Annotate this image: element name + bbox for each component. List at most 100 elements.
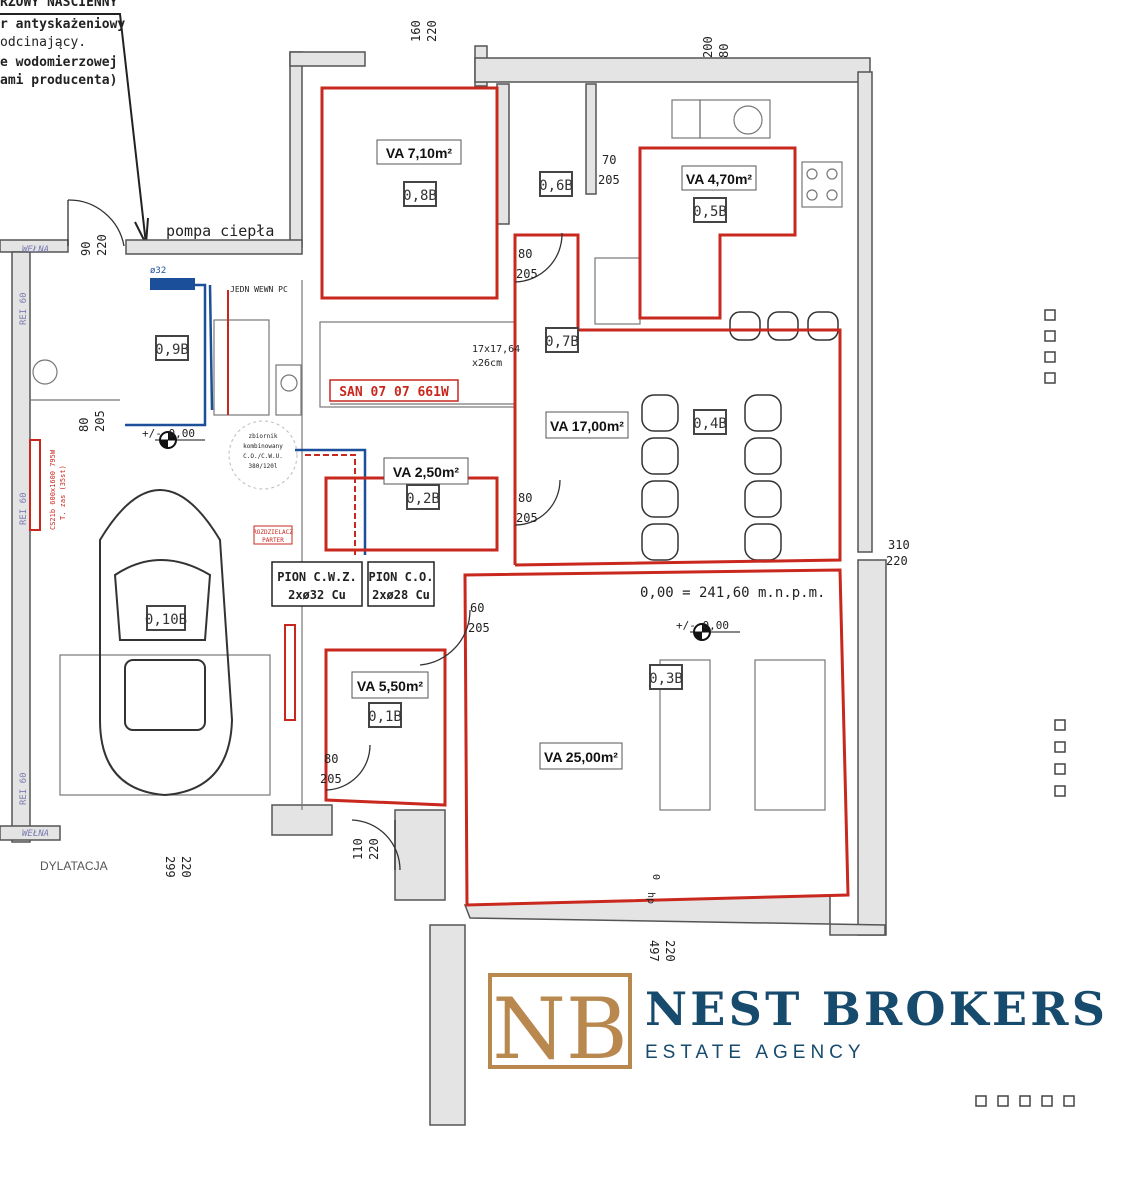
svg-text:0,5B: 0,5B	[693, 204, 727, 220]
svg-text:0,10B: 0,10B	[145, 612, 187, 628]
pipe-label: ø32	[150, 266, 166, 276]
room-code: 0,1B	[368, 702, 402, 728]
stairs-label: 17x17,64	[472, 344, 520, 355]
svg-text:0,8B: 0,8B	[403, 188, 437, 204]
logo-monogram: NB	[492, 980, 627, 1078]
marker-squares	[975, 309, 1075, 1107]
door-swings	[67, 199, 563, 871]
svg-text:VA 2,50m²: VA 2,50m²	[393, 464, 459, 480]
note-line: odcinający.	[0, 35, 86, 50]
svg-text:497: 497	[647, 940, 661, 962]
svg-text:0,2B: 0,2B	[406, 491, 440, 507]
room-label: VA 17,00m²	[545, 411, 629, 439]
svg-text:310: 310	[888, 538, 910, 552]
insulation-label: WEŁNA	[22, 829, 49, 839]
manifold-label: PARTER	[262, 537, 284, 544]
room-code: 0,4B	[693, 409, 727, 435]
svg-text:90: 90	[79, 242, 93, 256]
svg-text:80: 80	[518, 247, 532, 261]
indoor-unit-label: JEDN WEWN PC	[230, 285, 288, 294]
stairs-label: x26cm	[472, 358, 502, 369]
svg-text:VA 25,00m²: VA 25,00m²	[544, 749, 618, 765]
level-marker-icon	[690, 623, 740, 641]
svg-text:VA 7,10m²: VA 7,10m²	[386, 145, 452, 161]
tank-label: kombinowany	[243, 443, 283, 450]
room-label: VA 2,50m²	[383, 457, 469, 485]
svg-text:80: 80	[324, 752, 338, 766]
logo-title: NEST BROKERS	[645, 982, 1105, 1036]
dining-chairs	[641, 311, 839, 561]
room-code: 0,10B	[145, 605, 187, 631]
svg-text:80: 80	[77, 418, 91, 432]
note-line: e wodomierzowej	[0, 55, 117, 70]
svg-text:220: 220	[886, 554, 908, 568]
room-code: 0,5B	[693, 197, 727, 223]
hp-label: hp	[645, 892, 656, 904]
room-label: VA 4,70m²	[681, 165, 757, 191]
level-marker-icon	[155, 431, 205, 449]
note-line: r antyskażeniowy	[0, 17, 125, 32]
tank-label: zbiornik	[249, 433, 278, 440]
manifold-icon	[150, 278, 195, 290]
svg-text:70: 70	[602, 153, 616, 167]
svg-text:0,1B: 0,1B	[368, 709, 402, 725]
riser-label: 2xø28 Cu	[372, 588, 430, 602]
room-labels: VA 7,10m² 0,8B VA 4,70m² 0,5B 0,6B VA 17…	[145, 139, 757, 770]
level-label: +/- 0,00	[142, 427, 195, 440]
svg-text:VA 4,70m²: VA 4,70m²	[686, 171, 752, 187]
riser-label: PION C.O.	[368, 570, 433, 584]
manifold-label: ROZDZIELACZ	[253, 529, 293, 536]
svg-text:220: 220	[663, 940, 677, 962]
svg-text:299: 299	[163, 856, 177, 878]
logo-frame	[488, 973, 632, 1069]
hp-value: 0	[652, 874, 663, 880]
radiator-label: T. zas (35st)	[59, 465, 67, 520]
installation-notes: RZOWY NAŚCIENNY r antyskażeniowy odcinaj…	[0, 0, 149, 248]
tank-label: 380/120l	[249, 463, 278, 470]
level-reference: 0,00 = 241,60 m.n.p.m.	[640, 585, 825, 601]
svg-text:160: 160	[409, 20, 423, 42]
note-line: ami producenta)	[0, 73, 117, 88]
radiator-icon	[29, 439, 41, 531]
svg-text:0,7B: 0,7B	[545, 334, 579, 350]
room-label: VA 7,10m²	[376, 139, 462, 165]
svg-text:VA 5,50m²: VA 5,50m²	[357, 678, 423, 694]
svg-text:60: 60	[470, 601, 484, 615]
svg-text:0,4B: 0,4B	[693, 416, 727, 432]
plumbing-lines	[29, 278, 367, 721]
svg-text:220: 220	[179, 856, 193, 878]
svg-text:VA 17,00m²: VA 17,00m²	[550, 418, 624, 434]
room-code: 0,9B	[155, 335, 189, 361]
room-code: 0,7B	[545, 327, 579, 353]
radiator-label: CS21b 600x1600 795W	[49, 449, 57, 530]
radiator-icon	[284, 624, 296, 721]
svg-text:205: 205	[468, 621, 490, 635]
svg-text:205: 205	[516, 267, 538, 281]
room-code: 0,3B	[649, 664, 683, 690]
svg-text:80: 80	[518, 491, 532, 505]
level-label: +/- 0,00	[676, 619, 729, 632]
svg-text:0,6B: 0,6B	[539, 178, 573, 194]
svg-text:220: 220	[95, 234, 109, 256]
annotations: pompa ciepła JEDN WEWN PC ø32 ROZDZIELAC…	[19, 222, 825, 904]
svg-text:220: 220	[367, 838, 381, 860]
dilatation-label: DYLATACJA	[40, 859, 108, 873]
leader-arrow	[0, 13, 147, 245]
svg-text:220: 220	[425, 20, 439, 42]
svg-text:205: 205	[93, 410, 107, 432]
svg-text:0,3B: 0,3B	[649, 671, 683, 687]
walls	[0, 45, 887, 1126]
fire-rating-label: REI 60	[19, 292, 29, 325]
svg-text:110: 110	[351, 838, 365, 860]
logo-subtitle: ESTATE AGENCY	[645, 1042, 866, 1063]
room-label: VA 25,00m²	[539, 742, 623, 770]
svg-text:205: 205	[320, 772, 342, 786]
fire-rating-label: REI 60	[19, 492, 29, 525]
room-code: 0,6B	[539, 171, 573, 197]
svg-text:205: 205	[598, 173, 620, 187]
svg-text:80: 80	[717, 44, 731, 58]
room-code: 0,8B	[403, 181, 437, 207]
